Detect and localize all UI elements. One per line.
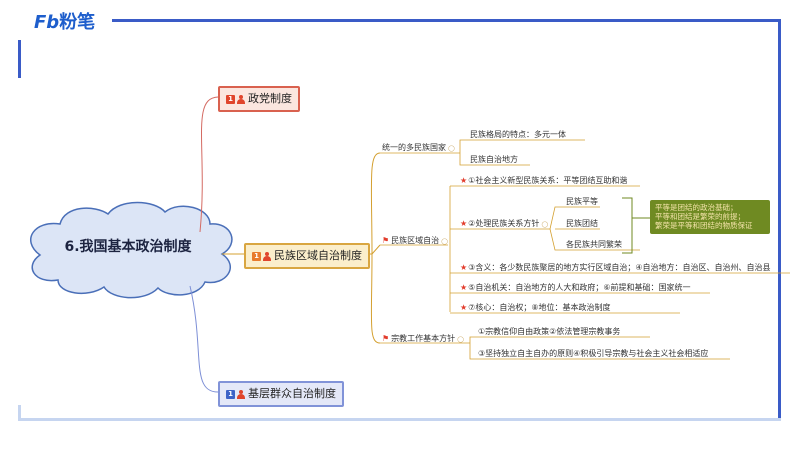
header-rule: [112, 19, 780, 22]
note-line-0: 平等是团结的政治基础；: [655, 203, 738, 212]
autonomy-item-3-label: ⑤自治机关：自治地方的人大和政府；⑥前提和基础：国家统一: [468, 283, 691, 292]
link-regional: [371, 244, 381, 255]
star-icon: ★: [460, 219, 468, 228]
branch-religion-label: 宗教工作基本方针: [391, 334, 456, 343]
branch-religion[interactable]: ⚑宗教工作基本方针◯: [382, 334, 464, 345]
link-unified: [370, 152, 381, 255]
autonomy-item-0[interactable]: ★①社会主义新型民族关系：平等团结互助和谐: [460, 176, 627, 186]
frame-left-border: [18, 40, 21, 78]
number-one-icon: 1: [252, 251, 261, 261]
autonomy-item-1[interactable]: ★②处理民族关系方针◯: [460, 219, 548, 230]
topic-party[interactable]: 1 政党制度: [218, 86, 300, 112]
branch-regional-autonomy-label: 民族区域自治: [391, 236, 440, 245]
topic-ethnic-label: 民族区域自治制度: [274, 249, 362, 262]
collapse-circle-icon: ◯: [457, 336, 464, 343]
star-icon: ★: [460, 283, 468, 292]
principles-note[interactable]: 平等是团结的政治基础； 平等和团结是繁荣的前提； 繁荣是平等和团结的物质保证: [650, 200, 770, 234]
star-icon: ★: [460, 303, 468, 312]
principle-0[interactable]: 民族平等: [566, 197, 598, 206]
unified-child-1[interactable]: 民族自治地方: [470, 155, 518, 164]
logo-mark: Fb: [34, 12, 60, 33]
autonomy-item-4-label: ⑦核心：自治权；⑧地位：基本政治制度: [468, 303, 611, 312]
collapse-circle-icon: ◯: [441, 238, 448, 245]
frame-bottom-border: [18, 418, 781, 421]
topic-ethnic[interactable]: 1 民族区域自治制度: [244, 243, 370, 269]
note-line-2: 繁荣是平等和团结的物质保证: [655, 221, 753, 230]
principles-bracket: [622, 197, 633, 254]
branch-unified-state[interactable]: 统一的多民族国家◯: [382, 143, 455, 154]
frame-bottom-left-corner: [18, 405, 21, 420]
religion-item-1[interactable]: ③坚持独立自主自办的原则④积极引导宗教与社会主义社会相适应: [478, 349, 709, 358]
autonomy-item-2[interactable]: ★③含义：各少数民族聚居的地方实行区域自治；④自治地方：自治区、自治州、自治县: [460, 263, 771, 273]
autonomy-item-1-label: ②处理民族关系方针: [468, 219, 540, 228]
flag-icon: ⚑: [382, 334, 390, 343]
flag-icon: ⚑: [382, 236, 390, 245]
link-religion: [370, 253, 381, 344]
religion-item-0[interactable]: ①宗教信仰自由政策②依法管理宗教事务: [478, 327, 621, 336]
logo-text: 粉笔: [59, 12, 96, 33]
topic-grassroots-label: 基层群众自治制度: [248, 387, 336, 400]
number-one-icon: 1: [226, 389, 235, 399]
person-icon: [237, 389, 245, 399]
principle-1[interactable]: 民族团结: [566, 219, 598, 228]
number-one-icon: 1: [226, 94, 235, 104]
autonomy-item-0-label: ①社会主义新型民族关系：平等团结互助和谐: [468, 176, 628, 185]
unified-child-0[interactable]: 民族格局的特点：多元一体: [470, 130, 566, 139]
star-icon: ★: [460, 176, 468, 185]
note-line-1: 平等和团结是繁荣的前提；: [655, 212, 745, 221]
topic-grassroots[interactable]: 1 基层群众自治制度: [218, 381, 344, 407]
link-to-party: [199, 96, 219, 233]
central-topic[interactable]: 6.我国基本政治制度: [64, 239, 192, 255]
branch-unified-state-label: 统一的多民族国家: [382, 143, 446, 152]
collapse-circle-icon: ◯: [448, 145, 455, 152]
link-to-grassroots: [189, 285, 219, 393]
star-icon: ★: [460, 263, 468, 272]
person-icon: [263, 251, 271, 261]
principle-2[interactable]: 各民族共同繁荣: [566, 240, 622, 249]
frame-right-border: [778, 19, 781, 419]
autonomy-item-4[interactable]: ★⑦核心：自治权；⑧地位：基本政治制度: [460, 303, 611, 313]
topic-party-label: 政党制度: [248, 92, 292, 105]
person-icon: [237, 94, 245, 104]
autonomy-item-3[interactable]: ★⑤自治机关：自治地方的人大和政府；⑥前提和基础：国家统一: [460, 283, 691, 293]
autonomy-item-2-label: ③含义：各少数民族聚居的地方实行区域自治；④自治地方：自治区、自治州、自治县: [468, 263, 771, 272]
branch-regional-autonomy[interactable]: ⚑民族区域自治◯: [382, 236, 448, 247]
brand-logo: Fb粉笔: [34, 8, 95, 34]
collapse-circle-icon: ◯: [541, 221, 549, 228]
